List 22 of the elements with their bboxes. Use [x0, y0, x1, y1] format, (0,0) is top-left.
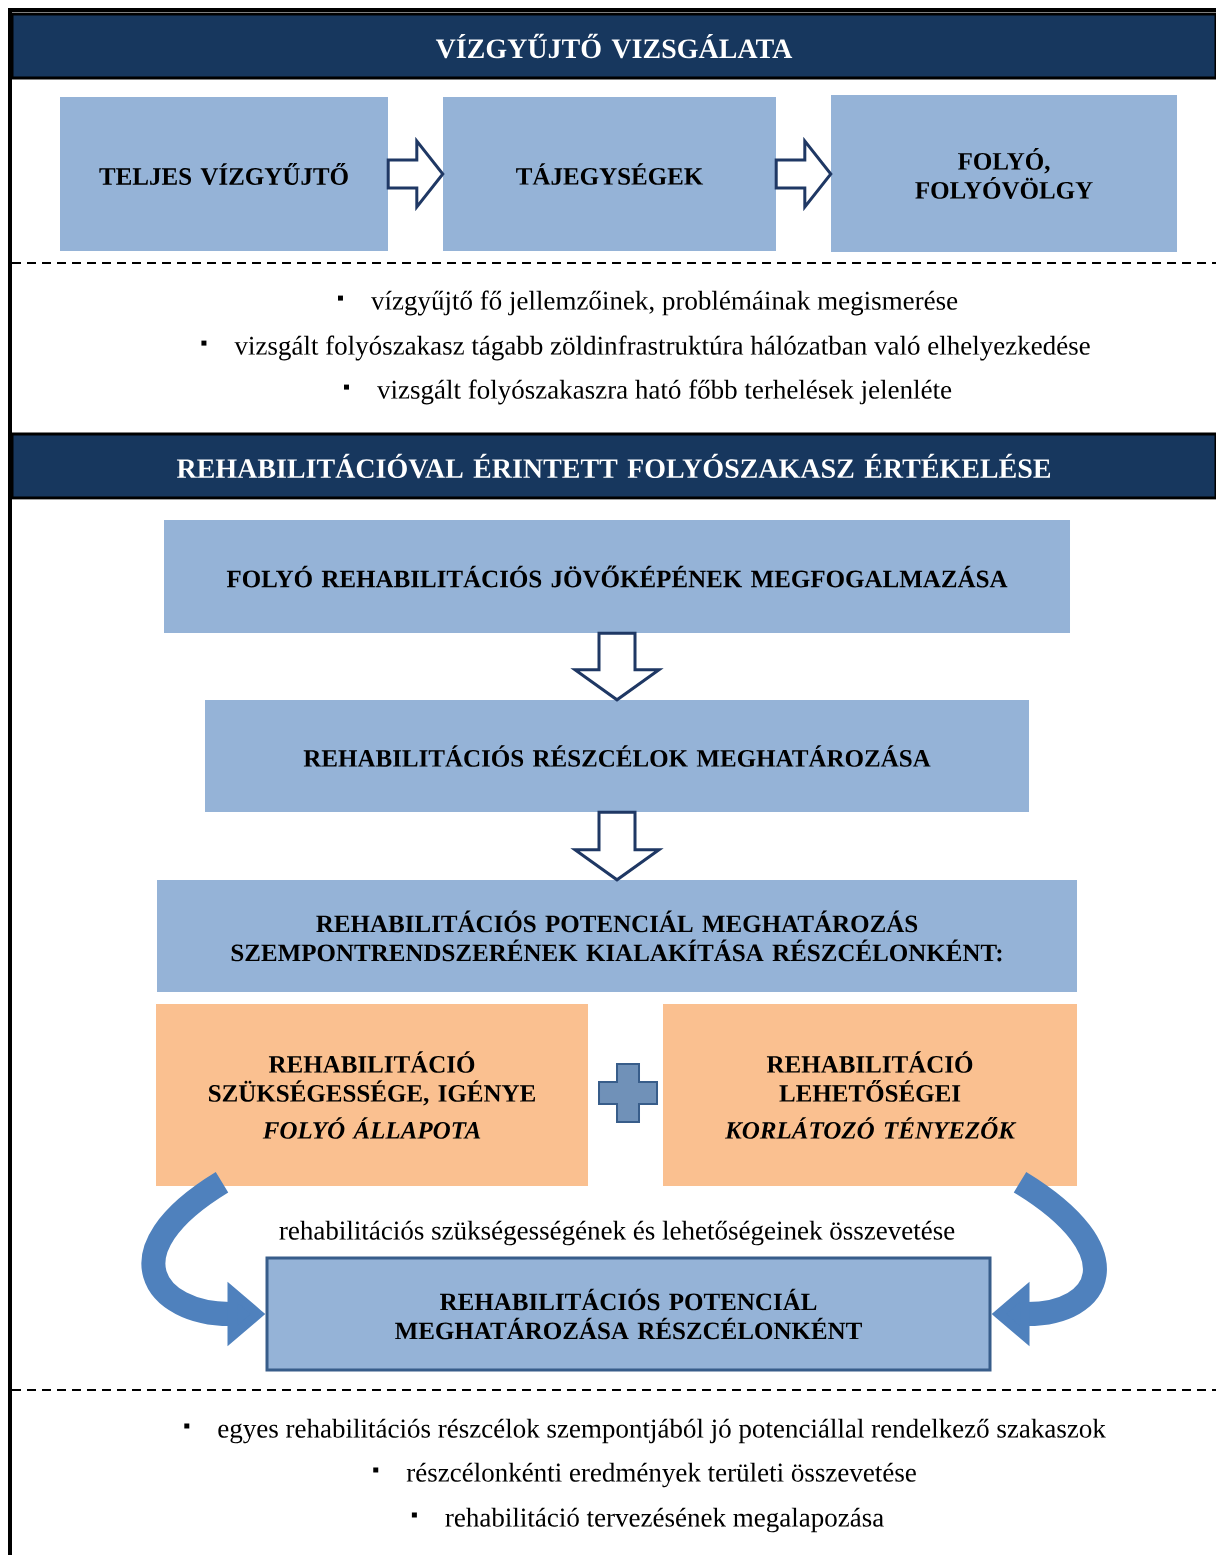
process-box: TÁJEGYSÉGEK: [443, 97, 776, 251]
bullet-item: rehabilitáció tervezésének megalapozása: [411, 1507, 884, 1533]
process-box: REHABILITÁCIÓS POTENCIÁL MEGHATÁROZÁS SZEMPONTRENDSZERÉNEK KIALAKÍTÁSA RÉSZCÉLONKÉNT:: [157, 880, 1077, 992]
bullet-item: vizsgált folyószakasz tágabb zöldinfrastruktúra hálózatban való elhelyezkedése: [201, 335, 1090, 361]
process-box: FOLYÓ, FOLYÓVÖLGY: [831, 95, 1177, 252]
block-arrow: [570, 631, 664, 702]
process-box: FOLYÓ REHABILITÁCIÓS JÖVŐKÉPÉNEK MEGFOGALMAZÁSA: [164, 520, 1070, 633]
note-text: rehabilitációs szükségességének és lehetőségeinek összevetése: [279, 1220, 955, 1246]
header-band: VÍZGYŰJTŐ VIZSGÁLATA: [10, 12, 1216, 80]
process-box: REHABILITÁCIÓS RÉSZCÉLOK MEGHATÁROZÁSA: [205, 700, 1029, 812]
block-arrow: [570, 810, 664, 882]
block-arrow: [774, 136, 833, 212]
header-band: REHABILITÁCIÓVAL ÉRINTETT FOLYÓSZAKASZ ÉRTÉKELÉSE: [10, 432, 1216, 500]
factor-box: REHABILITÁCIÓ SZÜKSÉGESSÉGE, IGÉNYE FOLYÓ ÁLLAPOTA: [156, 1004, 588, 1186]
process-box: TELJES VÍZGYŰJTŐ: [60, 97, 388, 251]
bullet-item: vizsgált folyószakaszra ható főbb terhelések jelenléte: [344, 379, 952, 405]
result-box: REHABILITÁCIÓS POTENCIÁL MEGHATÁROZÁSA RÉSZCÉLONKÉNT: [265, 1256, 992, 1372]
bullet-item: részcélonkénti eredmények területi összevetése: [373, 1462, 916, 1488]
factor-box: REHABILITÁCIÓ LEHETŐSÉGEI KORLÁTOZÓ TÉNYEZŐK: [663, 1004, 1077, 1186]
bullet-item: vízgyűjtő fő jellemzőinek, problémáinak megismerése: [337, 290, 958, 316]
block-arrow: [386, 136, 445, 212]
bullet-item: egyes rehabilitációs részcélok szempontjából jó potenciállal rendelkező szakaszok: [184, 1418, 1106, 1444]
